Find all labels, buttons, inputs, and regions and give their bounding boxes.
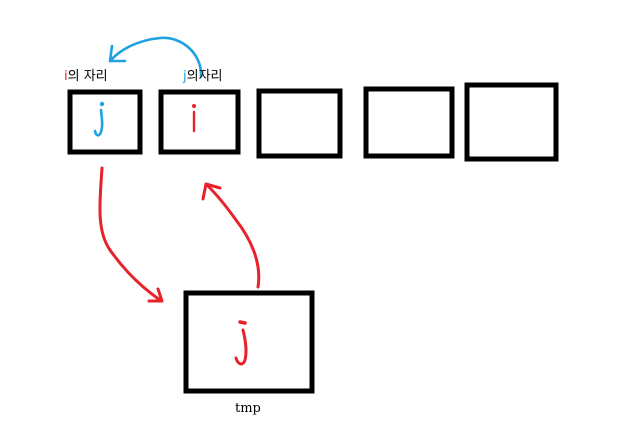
blue-swap-arrow <box>108 36 203 78</box>
tmp-box <box>183 290 315 394</box>
label-right-marker: j <box>183 69 187 84</box>
array-cell-2 <box>256 88 343 159</box>
label-left-marker: i <box>64 69 68 84</box>
label-right-text: 의자리 <box>186 69 223 84</box>
label-right: j의자리 <box>183 69 223 85</box>
cell-1-letter <box>192 104 196 133</box>
red-arrow-to-tmp <box>98 166 164 303</box>
array-cell-4 <box>464 82 559 162</box>
tmp-label: tmp <box>235 401 261 416</box>
label-left: i의 자리 <box>64 69 108 85</box>
tmp-letter <box>234 320 248 366</box>
label-left-text: 의 자리 <box>67 69 108 84</box>
cell-0-letter <box>93 101 105 137</box>
red-arrow-to-cell <box>201 182 261 289</box>
array-cell-1 <box>158 89 241 155</box>
array-cell-3 <box>363 86 455 159</box>
array-cell-0 <box>67 89 143 155</box>
